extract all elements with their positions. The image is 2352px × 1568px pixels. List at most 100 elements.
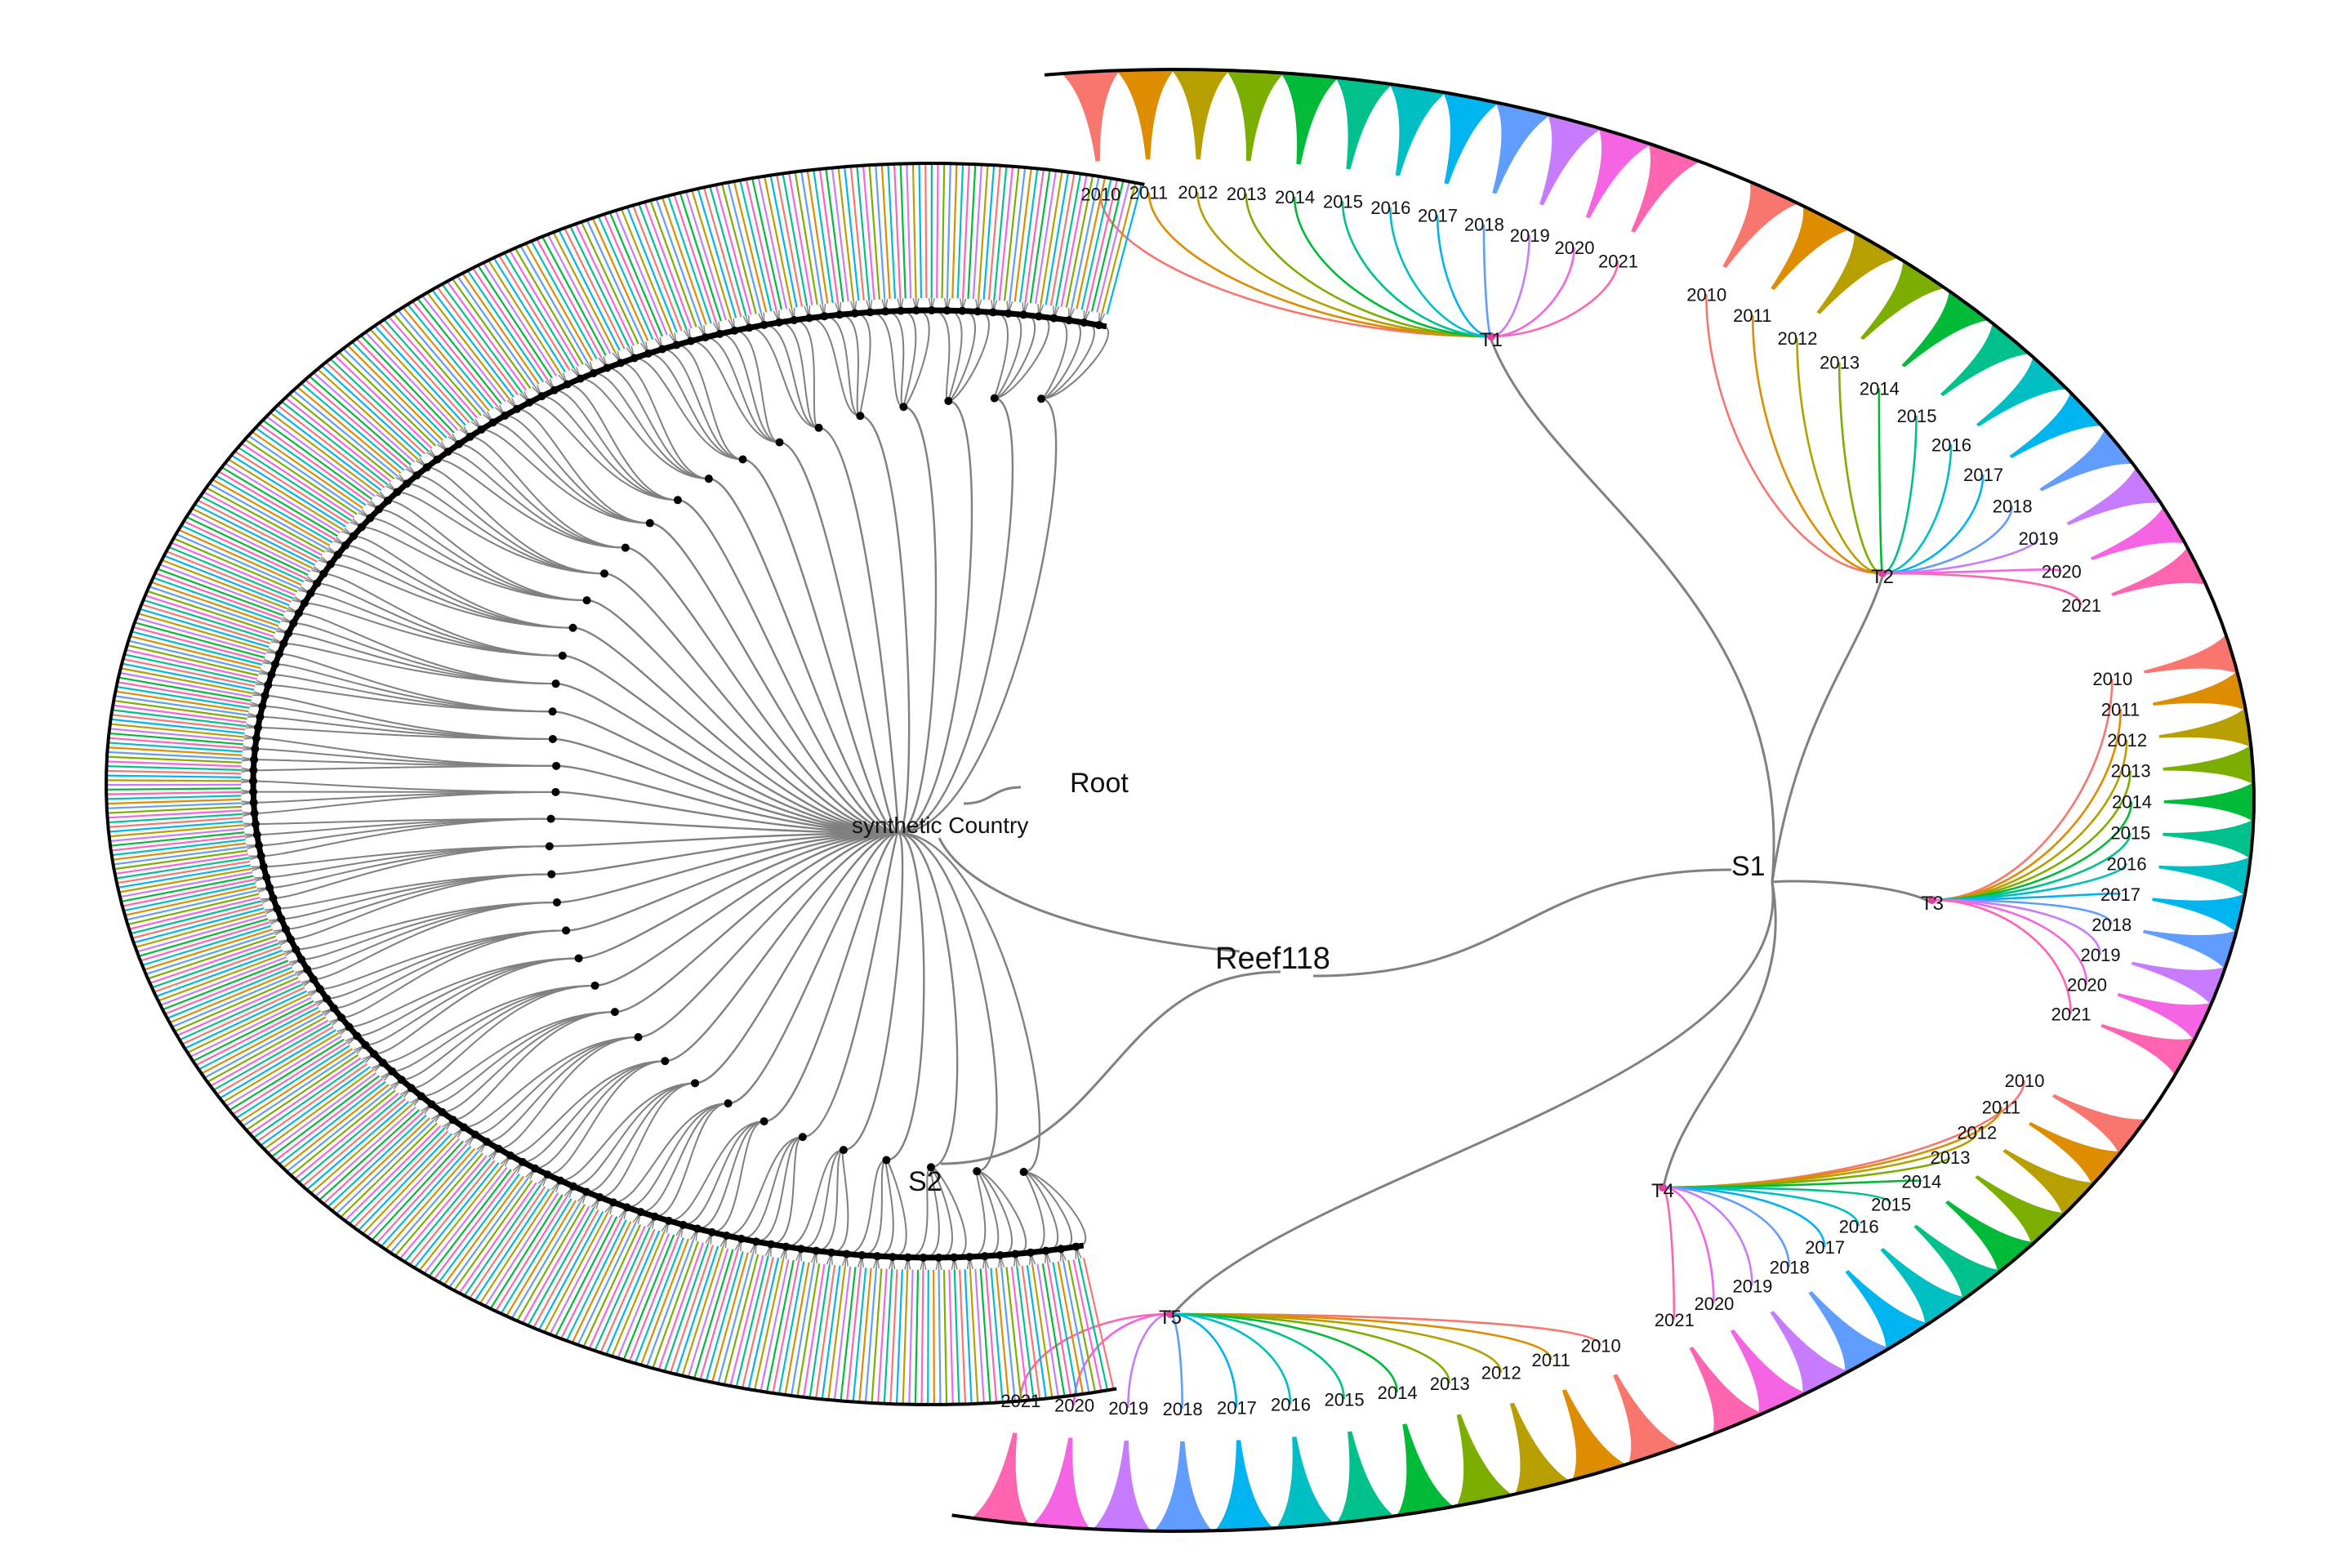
leaf-stripe — [219, 1029, 336, 1099]
leaf-node-dot — [1034, 312, 1043, 321]
edge-s1-t1 — [1490, 339, 1775, 883]
year-fan-wedge — [1730, 1329, 1807, 1416]
branch-node-dot — [990, 394, 999, 403]
leaf-node-dot — [416, 1092, 425, 1101]
leaf-stripe — [509, 250, 580, 368]
leaf-stripe — [895, 1269, 903, 1405]
country-branch-edge — [898, 406, 938, 835]
leaf-stripe — [408, 1160, 496, 1266]
leaf-stripe — [964, 1269, 973, 1405]
leaf-stripe — [924, 163, 928, 299]
leaf-stripe — [360, 334, 455, 434]
year-label: 2010 — [2092, 669, 2132, 689]
leaf-node-dot — [258, 702, 267, 710]
branch-node-dot — [760, 1117, 768, 1126]
country-branch-edge — [779, 441, 900, 835]
leaf-stripe — [503, 252, 575, 369]
leaf-node-dot — [273, 904, 282, 913]
leaf-stripe — [1096, 181, 1130, 313]
leaf-stripe — [125, 648, 258, 680]
leaf-stripe — [418, 1164, 504, 1272]
leaf-stripe — [1077, 1258, 1109, 1391]
leaf-edge — [794, 318, 820, 429]
leaf-edge — [567, 383, 678, 501]
country-branch-edge — [551, 831, 899, 875]
leaf-edge — [382, 984, 595, 1064]
leaf-node-dot — [796, 1245, 805, 1254]
country-branch-edge — [898, 831, 1041, 1174]
leaf-stripe — [1018, 168, 1039, 303]
leaf-stripe — [516, 1204, 586, 1321]
leaf-node-dot — [454, 439, 463, 448]
leaf-stripe — [1040, 171, 1063, 305]
leaf-stripe — [174, 977, 299, 1032]
leaf-stripe — [702, 187, 742, 318]
year-link — [1931, 898, 2088, 985]
leaf-stripe — [167, 966, 292, 1019]
leaf-stripe — [815, 1265, 836, 1399]
year-fan-wedge — [1214, 1440, 1274, 1531]
leaf-stripe — [232, 1041, 348, 1116]
leaf-node-dot — [466, 432, 474, 441]
branch-node-dot — [645, 519, 654, 528]
leaf-stripe — [858, 1267, 872, 1403]
leaf-edge — [357, 957, 579, 1037]
year-fan-wedge — [1770, 1311, 1850, 1396]
leaf-stripe — [114, 853, 249, 875]
leaf-stripe — [274, 1078, 383, 1161]
leaf-stripe — [109, 827, 244, 843]
leaf-node-dot — [722, 1232, 731, 1241]
leaf-edge — [464, 1036, 639, 1129]
leaf-node-dot — [494, 1144, 503, 1153]
leaf-node-dot — [249, 777, 258, 786]
leaf-stripe — [108, 820, 243, 833]
leaf-stripe — [1057, 1261, 1085, 1395]
leaf-stripe — [338, 351, 437, 447]
year-link — [1389, 207, 1492, 338]
leaf-stripe — [335, 1120, 434, 1215]
edge-root-country — [963, 786, 1022, 805]
year-link — [1882, 416, 1918, 575]
leaf-stripe — [145, 932, 275, 976]
leaf-stripe — [110, 835, 245, 852]
year-link — [1882, 506, 2014, 575]
leaf-stripe — [1085, 179, 1119, 311]
leaf-stripe — [448, 1178, 529, 1289]
leaf-stripe — [270, 412, 379, 494]
leaf-stripe — [1021, 1265, 1041, 1400]
leaf-stripe — [195, 1003, 317, 1067]
leaf-stripe — [171, 541, 296, 596]
leaf-stripe — [691, 189, 733, 319]
leaf-stripe — [402, 306, 490, 412]
leaf-edge — [870, 311, 904, 408]
branch-node-dot — [724, 1099, 733, 1108]
leaf-edge — [907, 1166, 932, 1258]
leaf-node-dot — [715, 329, 724, 338]
leaf-stripe — [868, 165, 880, 300]
leaf-node-dot — [701, 333, 710, 342]
leaf-stripe — [385, 1147, 476, 1250]
year-link — [1931, 898, 2072, 1014]
leaf-node-dot — [525, 398, 534, 407]
country-branch-edge — [818, 426, 900, 835]
country-branch-edge — [566, 831, 899, 932]
year-fan-wedge — [1276, 1437, 1334, 1529]
leaf-node-dot — [249, 766, 258, 775]
leaf-stripe — [699, 1250, 739, 1380]
branch-node-dot — [552, 761, 561, 770]
leaf-edge — [397, 491, 605, 575]
leaf-stripe — [413, 1162, 500, 1269]
branch-node-dot — [634, 1033, 643, 1042]
leaf-stripe — [717, 1253, 755, 1384]
leaf-edge — [755, 1136, 804, 1243]
leaf-node-dot — [315, 985, 324, 994]
leaf-edge — [948, 310, 990, 402]
year-label: 2021 — [1655, 1310, 1695, 1330]
leaf-stripe — [617, 1233, 670, 1359]
edge-country-reef — [938, 837, 1241, 953]
leaf-node-dot — [550, 385, 559, 394]
leaf-stripe — [990, 1267, 1004, 1403]
leaf-stripe — [800, 171, 824, 305]
branch-node-dot — [558, 651, 567, 660]
leaf-stripe — [158, 564, 287, 613]
